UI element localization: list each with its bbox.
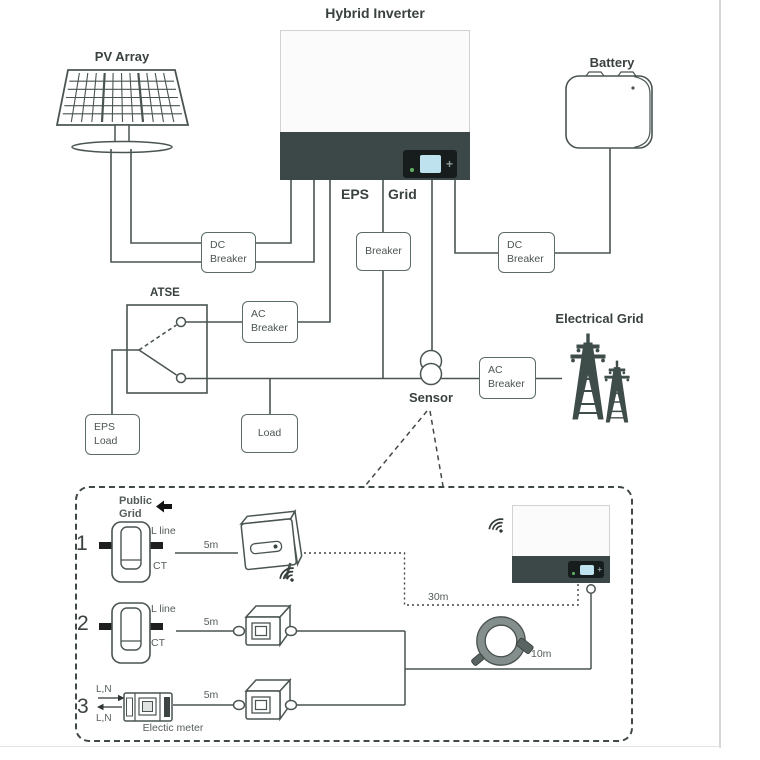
battery-label: Battery	[589, 55, 635, 70]
detail-wires	[173, 552, 592, 706]
row1-cable-length: 5m	[203, 539, 219, 551]
hybrid-inverter-unit: +	[280, 30, 470, 180]
sensor-label: Sensor	[408, 390, 454, 405]
sensor-callout-lines	[364, 410, 444, 487]
lcd-screen	[420, 155, 441, 173]
option-2-number: 2	[77, 612, 89, 635]
page-title: Hybrid Inverter	[325, 5, 425, 21]
pv-array-icon	[55, 69, 190, 154]
eps-load-wire	[111, 349, 139, 414]
row1-line-label: L line	[151, 525, 176, 537]
atse-switch-open	[138, 324, 177, 351]
atse-switch-closed	[138, 349, 177, 376]
atse-box	[126, 304, 208, 394]
mini-inverter-display: +	[568, 561, 604, 578]
electrical-grid-label: Electrical Grid	[555, 311, 644, 326]
cable-coil-icon	[471, 616, 534, 666]
atse-contacts	[175, 316, 187, 384]
wires	[110, 148, 611, 414]
row1-ct-label: CT	[153, 560, 167, 572]
electric-meter-icon	[123, 692, 173, 722]
inverter-display: +	[403, 150, 457, 178]
mini-dpad-icon: +	[597, 565, 602, 574]
sensor-ct-icon	[419, 349, 443, 386]
mini-inverter-unit: +	[512, 505, 610, 583]
sensor-detail-box	[75, 486, 633, 742]
option-1-number: 1	[76, 532, 88, 555]
mini-status-led	[572, 572, 575, 575]
row3-out-label: L,N	[96, 713, 112, 724]
cable-length-label: 10m	[531, 648, 552, 660]
battery-icon	[565, 71, 653, 149]
load-box: Load	[241, 414, 298, 453]
cable-10m-wire	[404, 593, 592, 705]
dc-breaker-pv: DC Breaker	[201, 232, 256, 273]
option-3-number: 3	[77, 695, 89, 718]
pv-array-label: PV Array	[94, 49, 150, 64]
row2-cable-length: 5m	[203, 616, 219, 628]
dc-breaker-battery: DC Breaker	[498, 232, 555, 273]
arrow-left-icon	[156, 500, 172, 513]
meter-flow-arrows	[97, 694, 125, 711]
ac-breaker-eps: AC Breaker	[242, 301, 298, 343]
row2-line-label: L line	[151, 603, 176, 615]
eps-port-label: EPS	[341, 186, 370, 202]
wireless-length-label: 30m	[428, 591, 449, 603]
wireless-meter-icon	[239, 509, 303, 579]
mini-inverter-front-panel: +	[512, 556, 610, 583]
dpad-icon: +	[445, 157, 453, 171]
eps-load-box: EPS Load	[85, 414, 140, 455]
electrical-grid-icon	[570, 333, 630, 423]
grid-port-label: Grid	[388, 186, 417, 202]
ac-breaker-grid: AC Breaker	[479, 357, 536, 399]
row3-cable-length: 5m	[203, 689, 219, 701]
row3-meter-label: Electic meter	[142, 722, 204, 734]
row2-ct-label: CT	[151, 637, 165, 649]
grid-breaker: Breaker	[356, 232, 411, 271]
row3-in-label: L,N	[96, 684, 112, 695]
inverter-port-connector	[586, 584, 596, 594]
inverter-front-panel: +	[280, 132, 470, 180]
status-led	[410, 168, 414, 172]
atse-label: ATSE	[150, 287, 180, 299]
page-border-bottom	[0, 746, 720, 747]
public-grid-label: Public Grid	[119, 495, 153, 520]
eps-wire	[186, 180, 331, 323]
page-border-right	[719, 0, 721, 748]
mini-lcd-screen	[580, 564, 594, 575]
pv-wire-2	[130, 149, 292, 244]
